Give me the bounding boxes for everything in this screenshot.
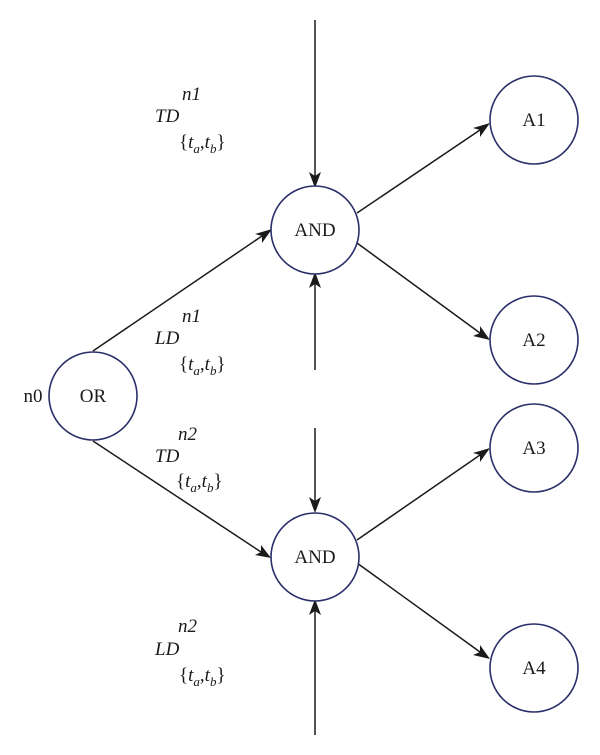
arrowhead-and-top-to-a1 xyxy=(473,123,490,137)
node-a3: A3 xyxy=(489,403,579,493)
or-node-circle xyxy=(48,351,138,441)
arrowhead-or-to-and-top xyxy=(255,229,272,243)
annotation-time-set: {ta,tb} xyxy=(179,132,226,156)
arrowhead-and-bottom-to-a3 xyxy=(473,448,490,462)
edge-and-top-to-a1 xyxy=(356,129,481,214)
and-bottom-node-circle xyxy=(270,512,360,602)
annotation-n2-ld: n2 LD {ta,tb} xyxy=(154,616,226,689)
a4-node-circle xyxy=(489,623,579,713)
a2-node-circle xyxy=(489,295,579,385)
annotation-node-name: n2 xyxy=(178,424,198,445)
node-and-bottom: AND xyxy=(270,512,360,602)
edges xyxy=(92,20,490,735)
annotation-type: TD xyxy=(155,106,180,127)
or-node-label: OR xyxy=(80,386,107,407)
and-top-node-label: AND xyxy=(294,220,335,241)
a2-node-label: A2 xyxy=(522,330,545,351)
edge-and-bottom-to-a4 xyxy=(356,562,481,653)
annotation-time-set: {ta,tb} xyxy=(179,354,226,378)
arrowhead-top-input xyxy=(309,172,321,188)
annotation-node-name: n1 xyxy=(182,84,201,105)
annotation-time-set: {ta,tb} xyxy=(179,665,226,689)
arrowhead-top-lower-input xyxy=(309,272,321,288)
a3-node-circle xyxy=(489,403,579,493)
annotation-type: TD xyxy=(155,446,180,467)
arrowhead-and-top-to-a2 xyxy=(473,326,490,340)
annotation-type: LD xyxy=(154,328,180,349)
node-a4: A4 xyxy=(489,623,579,713)
and-top-node-circle xyxy=(270,185,360,275)
annotation-n2-td: n2 TD {ta,tb} xyxy=(155,424,223,495)
arrowhead-bottom-upper-input xyxy=(309,497,321,513)
edge-and-bottom-to-a3 xyxy=(356,454,481,541)
arrowhead-bottom-lower-input xyxy=(309,599,321,615)
a4-node-label: A4 xyxy=(522,658,546,679)
annotation-node-name: n1 xyxy=(182,306,201,327)
or-node-name: n0 xyxy=(24,386,43,407)
a1-node-circle xyxy=(489,75,579,165)
edge-or-to-and-top xyxy=(92,235,263,352)
arrowhead-or-to-and-bottom xyxy=(255,545,271,558)
a3-node-label: A3 xyxy=(522,438,545,459)
node-a1: A1 xyxy=(489,75,579,165)
annotation-n1-ld: n1 LD {ta,tb} xyxy=(154,306,226,378)
node-a2: A2 xyxy=(489,295,579,385)
arrowhead-and-bottom-to-a4 xyxy=(473,645,490,659)
annotation-n1-td: n1 TD {ta,tb} xyxy=(155,84,226,156)
and-bottom-node-label: AND xyxy=(294,547,335,568)
annotation-type: LD xyxy=(154,639,180,660)
edge-or-to-and-bottom xyxy=(92,440,262,553)
a1-node-label: A1 xyxy=(522,110,545,131)
annotation-time-set: {ta,tb} xyxy=(176,471,223,495)
node-or: OR n0 xyxy=(24,351,138,441)
edge-and-top-to-a2 xyxy=(356,242,481,334)
annotation-node-name: n2 xyxy=(178,616,198,637)
node-and-top: AND xyxy=(270,185,360,275)
